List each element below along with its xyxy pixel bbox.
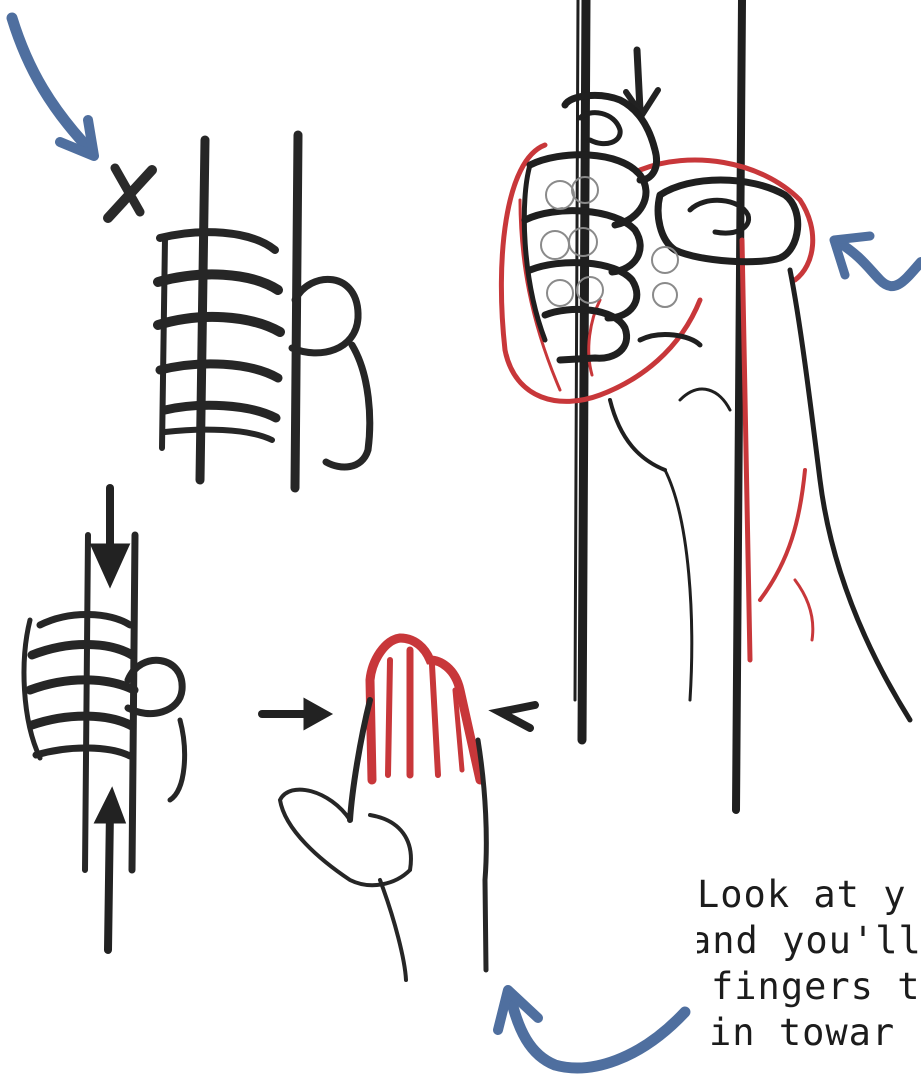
caption-line-3: fingers t — [711, 964, 921, 1010]
wrong-mark-x-icon — [108, 168, 152, 218]
press-down-arrow-icon — [92, 488, 128, 585]
squeeze-left-arrow-icon — [500, 705, 535, 728]
press-up-arrow-icon — [96, 790, 124, 950]
blue-arrow-bottom-icon — [498, 990, 685, 1068]
squeezed-fingers-sketch — [280, 638, 486, 980]
caption-line-4: in towar — [709, 1010, 921, 1056]
caption-line-1: Look at y — [697, 872, 921, 918]
caption-line-2: and you'll — [697, 918, 921, 964]
fist-gripping-pole-sketch — [501, 0, 910, 810]
hint-caption: Look at y and you'll fingers t in towar — [697, 872, 921, 1056]
squeeze-right-arrow-icon — [262, 700, 330, 728]
blue-arrow-top-left-icon — [12, 18, 94, 156]
wrong-grip-sketch — [158, 135, 370, 488]
blue-arrow-right-icon — [834, 236, 921, 286]
